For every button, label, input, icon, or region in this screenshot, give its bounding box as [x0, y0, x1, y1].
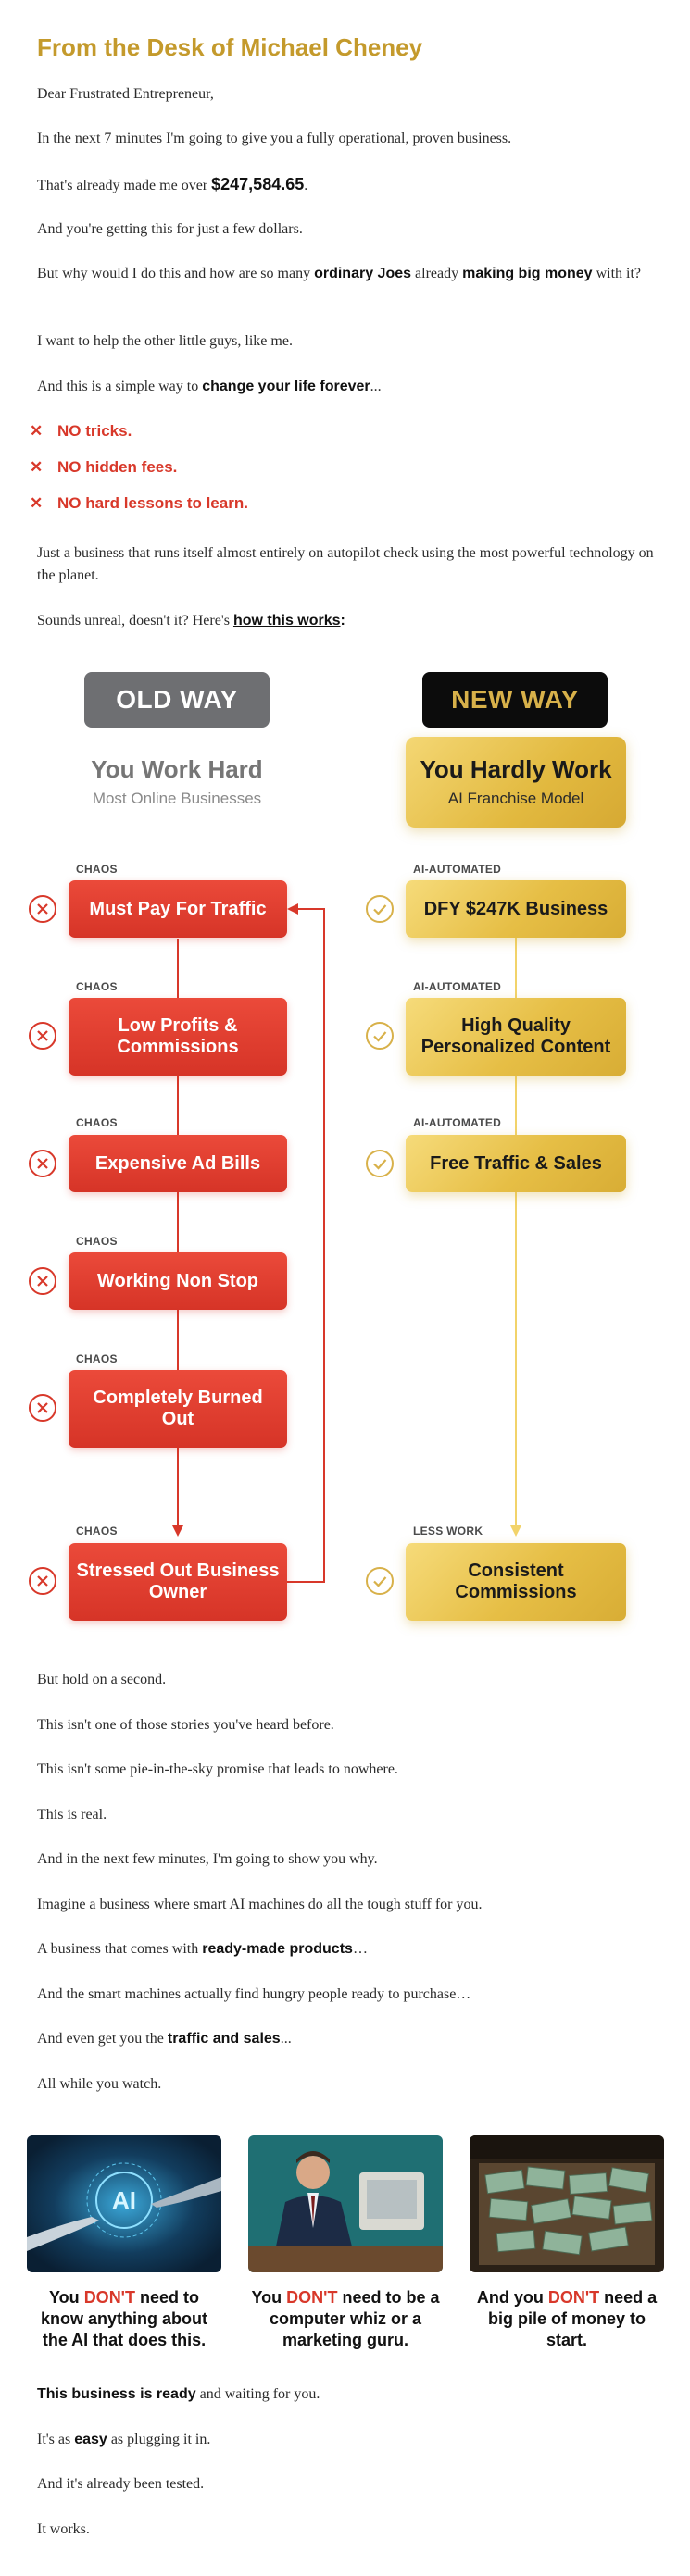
- intro-paragraph-4: But why would I do this and how are so m…: [37, 266, 641, 281]
- check-circle-icon: [365, 1021, 395, 1051]
- new-step-quality-content: High Quality Personalized Content: [406, 998, 626, 1076]
- new-step-tag: AI-AUTOMATED: [413, 863, 502, 876]
- closing-paragraph-1: This business is ready and waiting for y…: [37, 2386, 320, 2402]
- old-step-tag: CHAOS: [76, 863, 118, 876]
- old-way-label: OLD WAY: [84, 672, 270, 728]
- intro-paragraph-3: And you're getting this for just a few d…: [37, 221, 303, 237]
- old-way-title: You Work Hard: [91, 755, 263, 783]
- frustrated-man-computer-image: [248, 2135, 443, 2272]
- old-way-subtitle: Most Online Businesses: [92, 790, 262, 807]
- body-paragraph-10: All while you watch.: [37, 2076, 162, 2092]
- new-way-subtitle: AI Franchise Model: [447, 790, 584, 807]
- loop-back-arrowhead: [287, 903, 298, 915]
- closing-paragraph-3: And it's already been tested.: [37, 2476, 205, 2492]
- new-step-tag: AI-AUTOMATED: [413, 980, 502, 993]
- card-caption-ai: You DON'T need to know anything about th…: [41, 2288, 207, 2349]
- ai-hands-image: AI: [27, 2135, 221, 2272]
- body-paragraph-3: This isn't some pie-in-the-sky promise t…: [37, 1761, 398, 1777]
- x-circle-icon: [28, 1566, 57, 1596]
- check-circle-icon: [365, 1149, 395, 1178]
- intro-paragraph-6: And this is a simple way to change your …: [37, 379, 382, 394]
- new-step-dfy-business: DFY $247K Business: [406, 880, 626, 938]
- closing-paragraph-2: It's as easy as plugging it in.: [37, 2432, 211, 2447]
- intro-paragraph-1: In the next 7 minutes I'm going to give …: [37, 131, 512, 146]
- old-step-tag: CHAOS: [76, 1524, 118, 1537]
- greeting: Dear Frustrated Entrepreneur,: [37, 86, 214, 102]
- body-paragraph-4: This is real.: [37, 1807, 107, 1823]
- how-it-works-paragraph: Sounds unreal, doesn't it? Here's how th…: [37, 613, 345, 628]
- autopilot-paragraph: Just a business that runs itself almost …: [37, 545, 654, 583]
- old-step-stressed-out: Stressed Out Business Owner: [69, 1543, 287, 1621]
- new-step-consistent-commissions: Consistent Commissions: [406, 1543, 626, 1621]
- check-circle-icon: [365, 1566, 395, 1596]
- x-circle-icon: [28, 894, 57, 924]
- x-circle-icon: [28, 1393, 57, 1423]
- x-icon: ✕: [30, 494, 44, 512]
- money-pile-image: [470, 2135, 664, 2272]
- new-step-tag: AI-AUTOMATED: [413, 1116, 502, 1129]
- no-hidden-fees-item: ✕NO hidden fees.: [30, 458, 178, 476]
- loop-back-line: [287, 908, 325, 1583]
- old-step-low-profits: Low Profits & Commissions: [69, 998, 287, 1076]
- body-paragraph-8: And the smart machines actually find hun…: [37, 1986, 471, 2002]
- x-circle-icon: [28, 1266, 57, 1296]
- page-headline: From the Desk of Michael Cheney: [37, 33, 423, 61]
- new-flow-arrowhead: [510, 1525, 521, 1537]
- body-paragraph-6: Imagine a business where smart AI machin…: [37, 1897, 483, 1912]
- body-paragraph-9: And even get you the traffic and sales..…: [37, 2031, 292, 2047]
- intro-paragraph-2: That's already made me over $247,584.65.: [37, 175, 308, 193]
- x-icon: ✕: [30, 458, 44, 476]
- card-caption-money: And you DON'T need a big pile of money t…: [476, 2288, 658, 2349]
- old-step-tag: CHAOS: [76, 980, 118, 993]
- new-way-header: You Hardly Work AI Franchise Model: [406, 737, 626, 828]
- old-step-tag: CHAOS: [76, 1352, 118, 1365]
- card-caption-computer: You DON'T need to be a computer whiz or …: [251, 2288, 440, 2349]
- old-way-header: You Work Hard Most Online Businesses: [65, 755, 289, 808]
- new-step-tag: LESS WORK: [413, 1524, 483, 1537]
- new-step-free-traffic: Free Traffic & Sales: [406, 1135, 626, 1192]
- earnings-amount: $247,584.65: [211, 175, 305, 193]
- old-step-working-non-stop: Working Non Stop: [69, 1252, 287, 1310]
- old-step-tag: CHAOS: [76, 1235, 118, 1248]
- svg-text:AI: AI: [112, 2186, 136, 2214]
- new-way-title: You Hardly Work: [420, 755, 612, 783]
- old-step-must-pay-traffic: Must Pay For Traffic: [69, 880, 287, 938]
- body-paragraph-2: This isn't one of those stories you've h…: [37, 1717, 334, 1733]
- no-hard-lessons-item: ✕NO hard lessons to learn.: [30, 494, 248, 512]
- old-flow-arrowhead: [172, 1525, 183, 1537]
- body-paragraph-1: But hold on a second.: [37, 1672, 167, 1687]
- check-circle-icon: [365, 894, 395, 924]
- body-paragraph-7: A business that comes with ready-made pr…: [37, 1941, 368, 1957]
- intro-paragraph-5: I want to help the other little guys, li…: [37, 333, 293, 349]
- how-this-works-link[interactable]: how this works: [232, 613, 341, 628]
- new-way-label: NEW WAY: [422, 672, 608, 728]
- x-circle-icon: [28, 1149, 57, 1178]
- x-icon: ✕: [30, 422, 44, 440]
- body-paragraph-5: And in the next few minutes, I'm going t…: [37, 1851, 378, 1867]
- old-step-burned-out: Completely Burned Out: [69, 1370, 287, 1448]
- no-tricks-item: ✕NO tricks.: [30, 422, 132, 440]
- old-step-tag: CHAOS: [76, 1116, 118, 1129]
- x-circle-icon: [28, 1021, 57, 1051]
- old-step-expensive-ads: Expensive Ad Bills: [69, 1135, 287, 1192]
- closing-paragraph-4: It works.: [37, 2521, 90, 2537]
